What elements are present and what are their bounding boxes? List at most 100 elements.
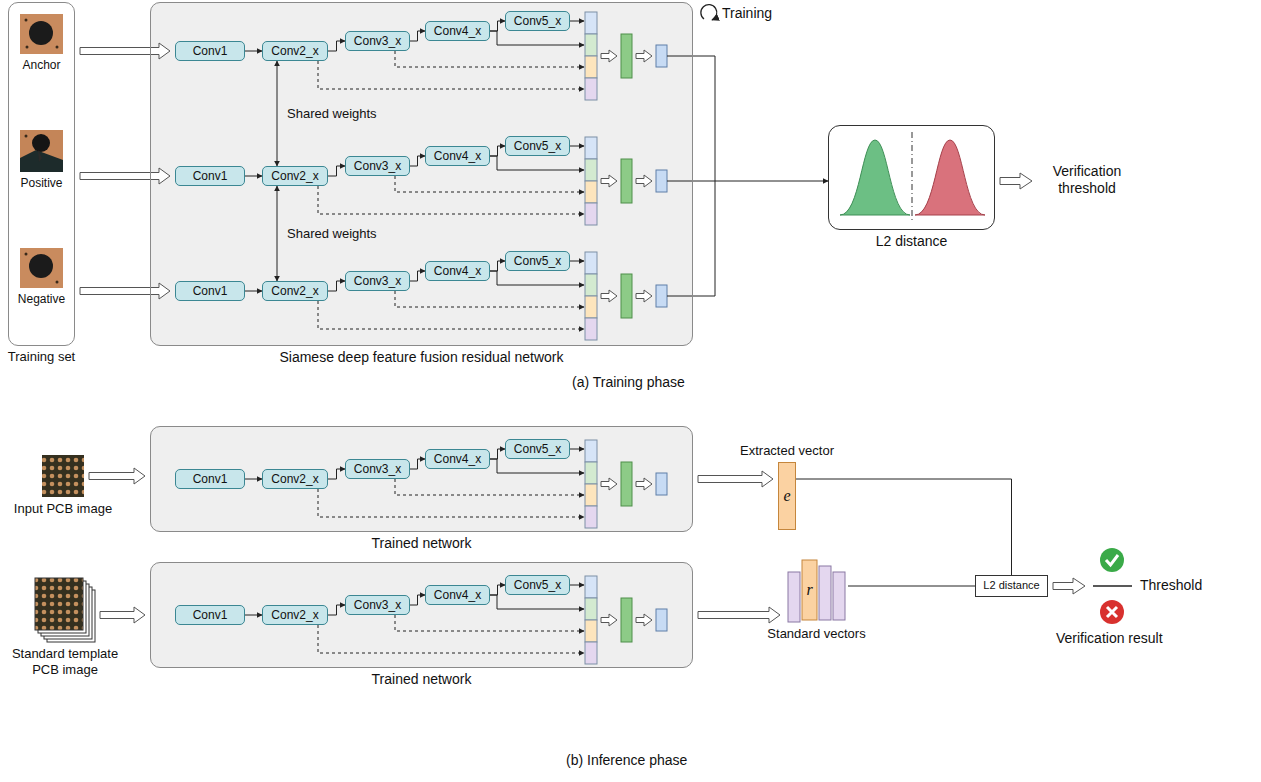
- connector: [277, 61, 278, 166]
- hollow-arrow: [80, 43, 170, 59]
- conv-block: Conv4_x: [425, 261, 490, 281]
- connector: [490, 585, 505, 595]
- conv-block: Conv1: [175, 469, 245, 489]
- pcb-image: Input PCB image: [42, 455, 84, 497]
- conv-block: Conv4_x: [425, 21, 490, 41]
- conv-block: Conv3_x: [345, 595, 410, 615]
- node-label: Conv4_x: [434, 149, 481, 163]
- connector: [245, 51, 262, 52]
- conv-block: Conv1: [175, 605, 245, 625]
- fusion-branch: [318, 137, 667, 225]
- connector: [490, 21, 505, 31]
- pcb-defect: [38, 150, 42, 162]
- pcb-hole: [29, 254, 53, 278]
- node-label: Anchor: [22, 58, 60, 72]
- connector: [277, 186, 278, 281]
- node-label: Positive: [20, 176, 62, 190]
- distribution-curve: [915, 140, 985, 215]
- conv-block: Conv5_x: [505, 251, 570, 271]
- fusion-branch: [318, 12, 667, 100]
- annotation: (a) Training phase: [572, 374, 685, 391]
- hollow-arrow: [698, 607, 780, 623]
- pcb-photo: [20, 248, 63, 288]
- connector: [245, 291, 262, 292]
- connector: [490, 261, 505, 271]
- connector: [245, 176, 262, 177]
- node-label: Conv3_x: [354, 34, 401, 48]
- edge-label: Shared weights: [285, 226, 379, 242]
- connector: [410, 271, 425, 281]
- annotation: Threshold: [1140, 577, 1202, 594]
- node-label: Conv5_x: [514, 14, 561, 28]
- hollow-arrow: [1000, 173, 1032, 189]
- pcb-via: [25, 135, 28, 138]
- annotation: (b) Inference phase: [566, 752, 687, 769]
- fusion-branch: [318, 252, 667, 340]
- sample-image: Positive: [20, 130, 63, 172]
- feature-vector: Extracted vectore: [778, 462, 796, 530]
- panel-ground: [150, 2, 693, 346]
- hollow-arrow: [89, 468, 145, 484]
- node-label: e: [783, 486, 790, 505]
- conv-block: Conv2_x: [262, 41, 328, 61]
- node-label: Conv1: [193, 472, 228, 486]
- conv-block: Conv1: [175, 166, 245, 186]
- node-label: Conv3_x: [354, 462, 401, 476]
- output-line: [667, 181, 693, 182]
- node-label: Extracted vector: [740, 443, 834, 459]
- connector: [245, 479, 262, 480]
- node-label: Conv2_x: [271, 169, 318, 183]
- conv-block: Conv3_x: [345, 156, 410, 176]
- fusion-branch: [318, 440, 667, 528]
- node-label: Conv5_x: [514, 578, 561, 592]
- output-line: [667, 56, 715, 181]
- template-image: Standard template PCB image: [35, 578, 95, 642]
- conv-block: Conv1: [175, 41, 245, 61]
- conv-block: Conv2_x: [262, 469, 328, 489]
- pcb-photo: [35, 578, 83, 630]
- connector: [328, 41, 345, 51]
- vector-stack: rStandard vectors: [785, 560, 848, 622]
- connector: [796, 479, 1012, 575]
- cross-mark: [1107, 607, 1117, 617]
- training-set-panel: Training setAnchorPositiveNegative: [8, 2, 75, 346]
- connector: [410, 156, 425, 166]
- pcb-trace: [20, 150, 63, 172]
- check-mark: [1106, 555, 1118, 565]
- node-label: Siamese deep feature fusion residual net…: [279, 349, 563, 366]
- vector-bar: [788, 572, 800, 622]
- panel-ground: [150, 562, 693, 668]
- distribution-curve: [840, 140, 910, 215]
- annotation: Training: [722, 5, 772, 22]
- annotation: Verification result: [1056, 630, 1163, 647]
- node-label: Conv2_x: [271, 608, 318, 622]
- node-label: Negative: [18, 292, 65, 306]
- connector: [328, 469, 345, 479]
- node-label: Conv3_x: [354, 274, 401, 288]
- hollow-arrow: [80, 168, 170, 184]
- pcb-via: [56, 46, 59, 49]
- hollow-arrow: [80, 283, 170, 299]
- panel-ground: [150, 426, 693, 532]
- vector-bar: [819, 566, 831, 620]
- hollow-arrow: [100, 607, 145, 623]
- pcb-via: [25, 253, 28, 256]
- connector: [410, 595, 425, 605]
- node-label: L2 distance: [876, 233, 948, 250]
- node-label: Trained network: [372, 671, 472, 688]
- distance-box: L2 distance: [975, 575, 1048, 597]
- connector: [328, 166, 345, 176]
- pcb-hole: [32, 134, 50, 152]
- conv-block: Conv5_x: [505, 11, 570, 31]
- node-label: Trained network: [372, 535, 472, 552]
- node-label: Conv2_x: [271, 44, 318, 58]
- node-label: Conv1: [193, 44, 228, 58]
- node-label: Conv5_x: [514, 139, 561, 153]
- pcb-photo: [42, 455, 84, 497]
- fail-icon: [1100, 600, 1124, 624]
- fusion-branch: [318, 576, 667, 664]
- node-label: L2 distance: [983, 579, 1039, 592]
- node-label: Conv3_x: [354, 159, 401, 173]
